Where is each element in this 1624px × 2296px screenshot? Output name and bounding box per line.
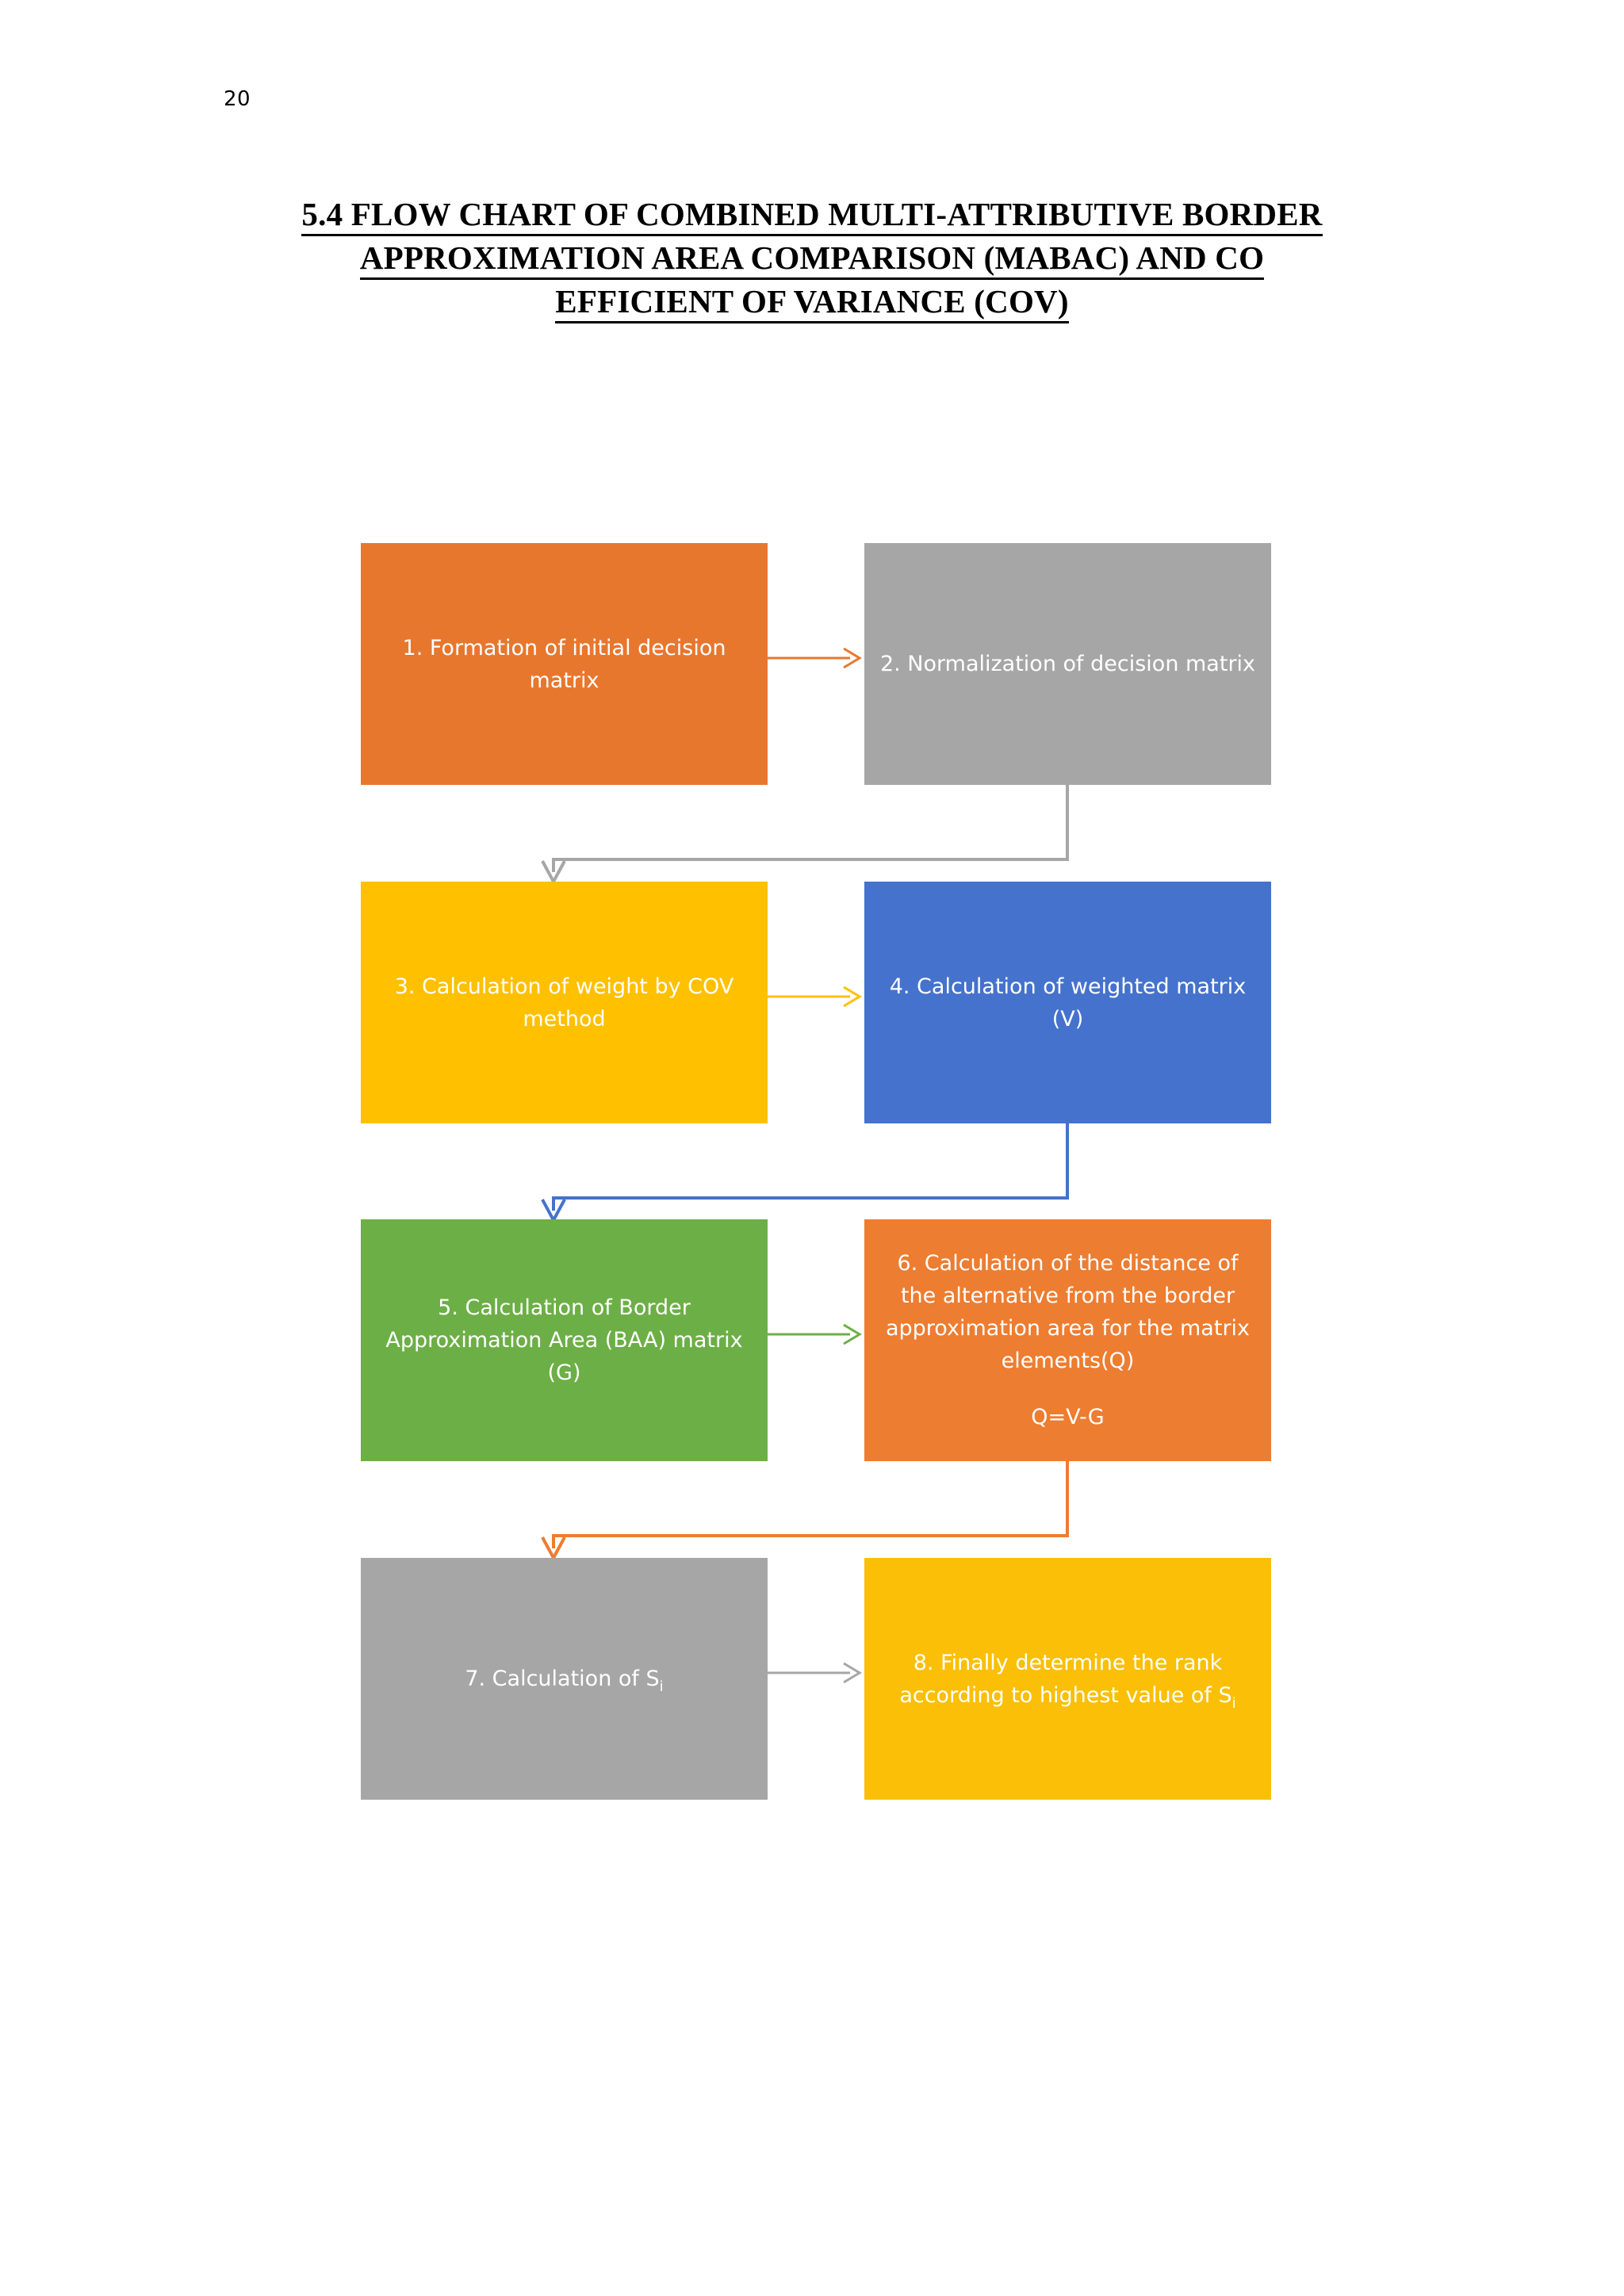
flow-node-7-label: 7. Calculation of Si [373,1663,755,1695]
flow-node-3[interactable]: 3. Calculation of weight by COV method [361,882,768,1123]
arrow-node3-to-node4 [768,985,862,1008]
arrow-node5-to-node6 [768,1323,862,1345]
arrow-node6-to-node7 [541,1461,1069,1562]
flow-node-8-subscript: i [1231,1694,1236,1712]
flow-node-7-subscript: i [659,1678,664,1695]
flow-node-8-main: 8. Finally determine the rank according … [899,1650,1232,1708]
page-title-line-2: APPROXIMATION AREA COMPARISON (MABAC) AN… [203,236,1421,280]
flow-node-6[interactable]: 6. Calculation of the distance of the al… [864,1219,1271,1461]
page-title-line-1: 5.4 FLOW CHART OF COMBINED MULTI-ATTRIBU… [203,193,1421,236]
flow-node-5-label: 5. Calculation of Border Approximation A… [385,1295,743,1385]
flow-node-4[interactable]: 4. Calculation of weighted matrix (V) [864,882,1271,1123]
flow-node-1-label: 1. Formation of initial decision matrix [402,635,726,693]
arrow-node7-to-node8 [768,1662,862,1684]
flow-node-6-label: 6. Calculation of the distance of the al… [877,1247,1258,1433]
arrow-node4-to-node5 [541,1123,1069,1224]
flow-node-6-main: 6. Calculation of the distance of the al… [885,1251,1251,1373]
flow-node-6-formula: Q=V-G [1031,1405,1105,1429]
page-title-line-3: EFFICIENT OF VARIANCE (COV) [203,280,1421,323]
flow-node-2-label: 2. Normalization of decision matrix [879,652,1256,676]
flow-node-7-main: 7. Calculation of S [465,1667,660,1691]
flow-node-8-label: 8. Finally determine the rank according … [877,1647,1258,1712]
page-number: 20 [224,87,251,111]
flow-node-4-label: 4. Calculation of weighted matrix (V) [889,974,1247,1031]
flow-node-7[interactable]: 7. Calculation of Si [361,1558,768,1800]
flow-node-3-label: 3. Calculation of weight by COV method [394,974,734,1031]
arrow-node2-to-node3 [541,785,1069,886]
flow-node-1[interactable]: 1. Formation of initial decision matrix [361,543,768,785]
flow-node-5[interactable]: 5. Calculation of Border Approximation A… [361,1219,768,1461]
arrow-node1-to-node2 [768,647,862,669]
flow-node-8[interactable]: 8. Finally determine the rank according … [864,1558,1271,1800]
page-title: 5.4 FLOW CHART OF COMBINED MULTI-ATTRIBU… [203,193,1421,323]
flow-node-2[interactable]: 2. Normalization of decision matrix [864,543,1271,785]
